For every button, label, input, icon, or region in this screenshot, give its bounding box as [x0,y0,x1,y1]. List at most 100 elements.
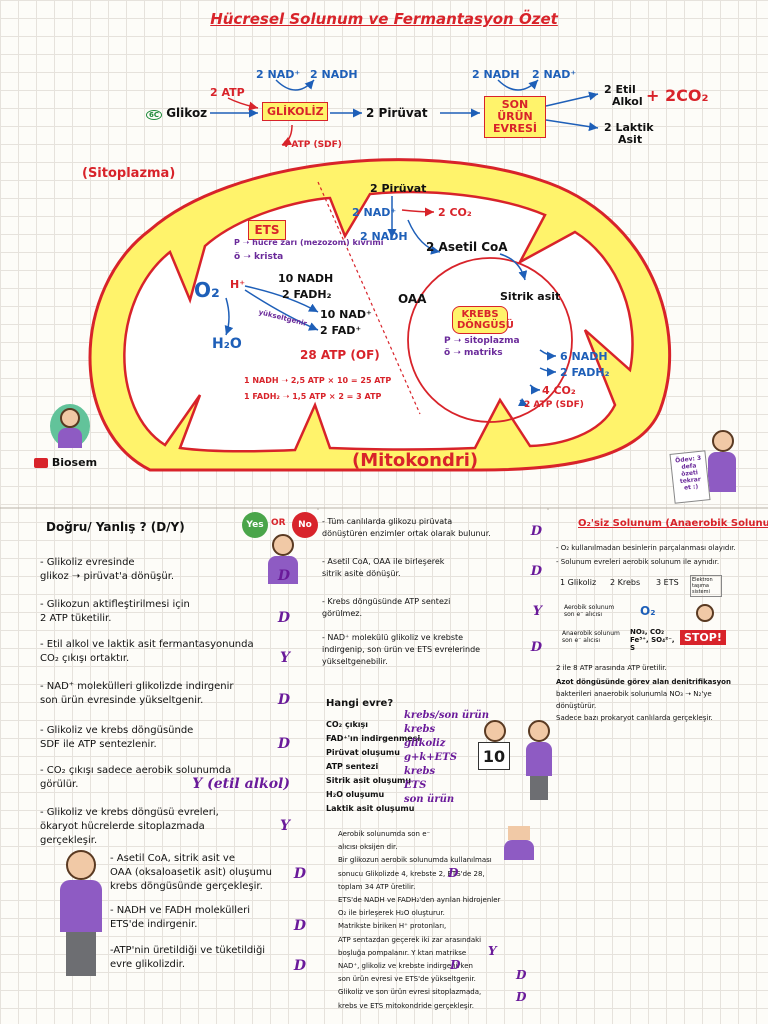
fill-line: Glikoliz ve son ürün evresi sitoplazmada… [338,988,482,997]
dy-item-line: - Etil alkol ve laktik asit fermantasyon… [40,639,254,650]
mito-piruvat: 2 Pirüvat [370,182,427,195]
fill-line: Aerobik solunumda son e⁻ [338,830,431,838]
fill-line: alıcısı oksijen dir. [338,843,398,852]
mito-fadh2b: 2 FADH₂ [560,366,610,379]
dy-bottom-list: - Asetil CoA, sitrik asit ve OAA (oksaloa… [110,852,320,988]
mito-asetil: 2 Asetil CoA [426,240,508,254]
mito-oaa: OAA [398,292,427,306]
mid-item-answer: D [530,640,542,655]
dy-bottom-line: ETS'de indirgenir. [110,919,198,930]
anaerobic-l5: bakterileri anaerobik solunumla NO₃ ➝ N₂… [556,690,712,698]
label-nadh-1: 2 NADH [310,68,358,81]
mito-nadh: 2 NADH [360,230,408,243]
ets-p: P ➝ hücre zarı (mezozom) kıvrımı [234,238,384,247]
mid-item-line: yükseltgenebilir. [322,657,388,666]
yes-badge: Yes [242,512,268,538]
mid-item-line: indirgenip, son ürün ve ETS evrelerinde [322,645,481,654]
box-son-urun: SON ÜRÜN EVRESİ [484,96,546,138]
dy-item: - Glikoliz ve krebs döngüsü evreleri, öka… [40,806,310,856]
fill-line: boşluğa pompalanır. Y ktan matrikse [338,948,467,957]
mito-calc1: 1 NADH ➝ 2,5 ATP × 10 = 25 ATP [244,376,392,385]
dy-bottom-line: - NADH ve FADH molekülleri [110,905,251,916]
ets-note: Elektron taşıma sistemi [690,575,722,597]
dy-item-answer: Y [280,818,290,834]
dy-item-answer: Y (etil alkol) [192,776,290,792]
arrow-laktik [545,119,599,132]
hangi-answer: krebs/son ürün [404,710,489,721]
fill-answer: D [448,866,459,880]
dy-header: Doğru/ Yanlış ? (D/Y) [46,520,185,534]
avatar-mid-2 [524,720,554,800]
dy-item-line: - NAD⁺ molekülleri glikolizde indirgenir [40,681,234,692]
dy-bottom-item: -ATP'nin üretildiği ve tüketildiği evre g… [110,944,320,988]
dy-item-line: CO₂ çıkışı ortaktır. [40,653,130,664]
label-atp-in: 2 ATP [210,86,245,99]
anaerobic-step-3: 3 ETS [656,578,679,587]
dy-item-line: ökaryot hücrelerde sitoplazmada [40,821,205,832]
avatar-dy [266,534,300,584]
mid-item-line: - NAD⁺ molekülü glikoliz ve krebste [322,633,464,642]
mito-atp28: 28 ATP (OF) [300,348,380,362]
dy-bottom-line: - Asetil CoA, sitrik asit ve [110,853,235,864]
mito-sitrik: Sitrik asit [500,290,561,303]
brand-label: Biosem [34,456,97,469]
mid-item-line: dönüştüren enzimler ortak olarak bulunur… [322,529,491,538]
label-sitoplazma: (Sitoplazma) [82,166,176,181]
dy-item-answer: D [277,736,290,752]
avatar-right [704,430,740,500]
arrow-etil [545,91,599,107]
dy-bottom-line: -ATP'nin üretildiği ve tüketildiği [110,945,266,956]
mito-h: H⁺ [230,278,246,291]
dy-item-line: - Glikoliz ve krebs döngüsü evreleri, [40,807,219,818]
anaerobic-l6: dönüştürür. [556,702,597,710]
fill-line: toplam 34 ATP üretilir. [338,882,416,891]
avatar-mid-3 [504,826,534,860]
hangi-row: CO₂ çıkışı krebs/son ürün [326,710,506,729]
mid-item-answer: Y [532,604,542,619]
yes-or-no-sign: Yes OR No [242,512,320,538]
mid-item-line: - Tüm canlılarda glikozu pirüvata [322,517,453,526]
hangi-question: FAD⁺'ın indirgenmesi [326,734,421,743]
mid-item-line: - Asetil CoA, OAA ile birleşerek [322,557,445,566]
avatar-mid-1 [482,720,508,780]
mid-item-answer: D [530,564,542,579]
anaerobic-l2: - Solunum evreleri aerobik solunum ile a… [556,558,720,566]
dy-item-line: gerçekleşir. [40,835,98,846]
dy-item-line: 2 ATP tüketilir. [40,613,112,624]
hangi-header: Hangi evre? [326,698,394,709]
dy-bottom-line: OAA (oksaloasetik asit) oluşumu [110,867,273,878]
anaerobic-l1: - O₂ kullanılmadan besinlerin parçalanma… [556,544,736,552]
dy-item: - NAD⁺ molekülleri glikolizde indirgenir… [40,680,310,724]
dy-item: - Glikozun aktifleştirilmesi için 2 ATP t… [40,598,310,638]
hangi-question: CO₂ çıkışı [326,720,369,729]
label-atp-out: 4 ATP (SDF) [282,140,342,150]
mito-o2: O₂ [194,278,220,302]
dy-item-line: - Glikozun aktifleştirilmesi için [40,599,190,610]
fill-answer: Y [488,944,497,958]
mid-item: - Tüm canlılarda glikozu pirüvata dönüştü… [322,516,550,556]
aero-label: Aerobik solunum son e⁻ alıcısı [564,604,615,618]
mid-item: - NAD⁺ molekülü glikoliz ve krebste indir… [322,632,550,682]
hangi-question: Pirüvat oluşumu [326,748,400,757]
dy-item-line: görülür. [40,779,79,790]
dy-item-line: SDF ile ATP sentezlenir. [40,739,157,750]
avatar-bottom-left [56,850,106,980]
youtube-icon [34,458,48,468]
label-mitokondri: (Mitokondri) [352,450,479,471]
dy-item-line: - Glikoliz ve krebs döngüsünde [40,725,194,736]
dy-item-line: - Glikoliz evresinde [40,557,135,568]
fill-line: sonucu Glikolizde 4, krebste 2, ETS'de 2… [338,869,485,878]
fill-line: Matrikste biriken H⁺ protonları, [338,922,447,931]
anaerobic-step-2: 2 Krebs [610,578,641,587]
dy-bottom-answer: D [293,918,306,934]
anaerobic-l3: 2 ile 8 ATP arasında ATP üretilir. [556,664,667,672]
dy-bottom-line: evre glikolizdir. [110,959,186,970]
aero-value: O₂ [640,604,656,618]
